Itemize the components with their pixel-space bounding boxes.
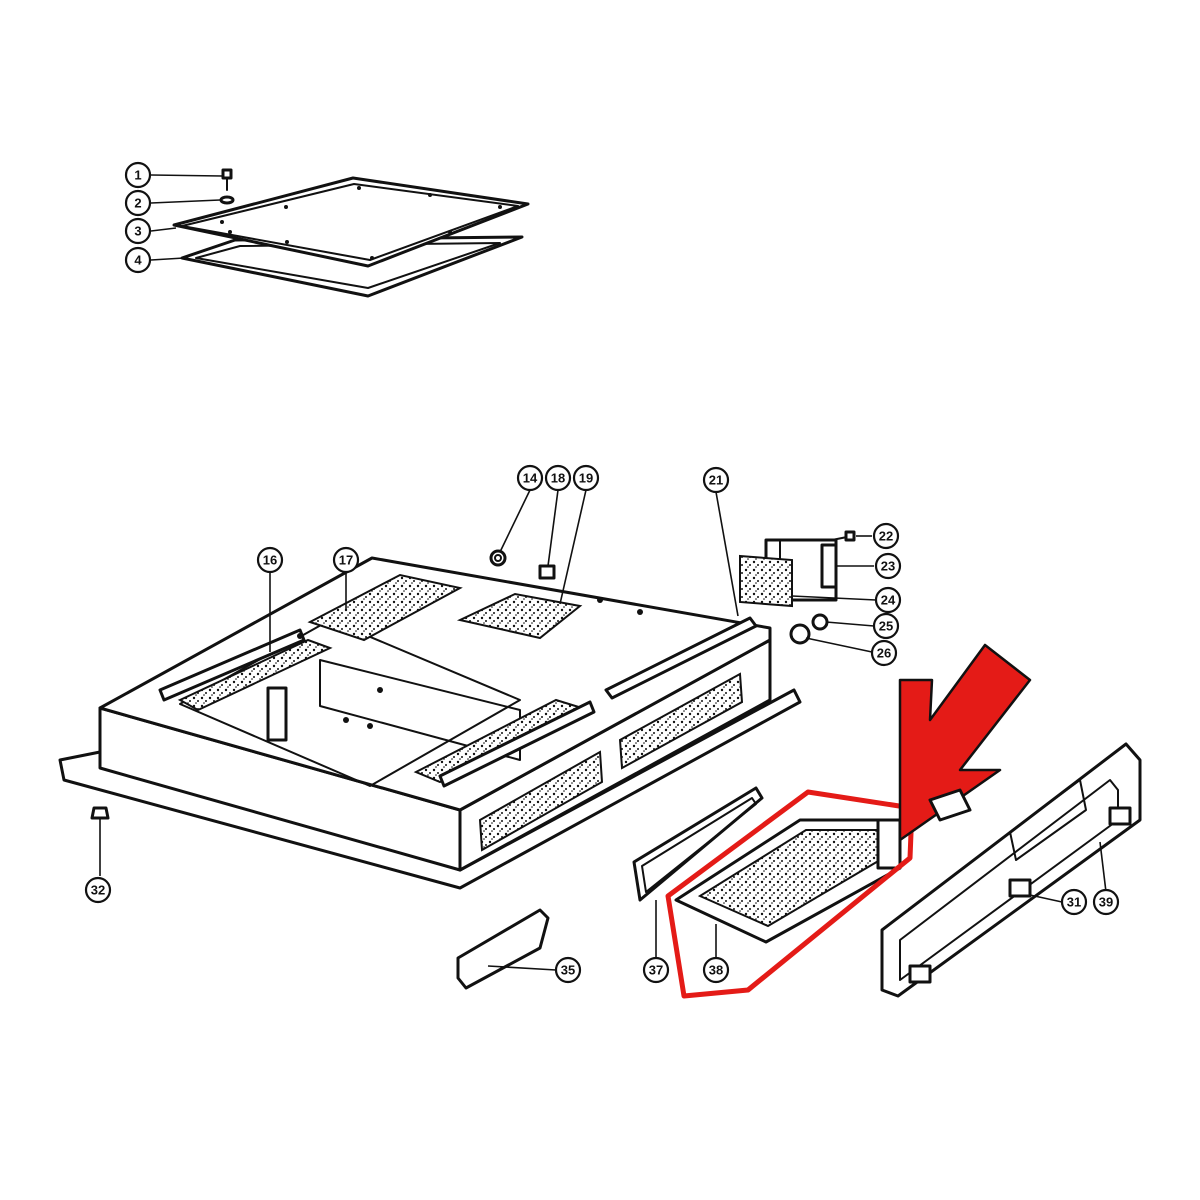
- callout-2: 2: [124, 189, 152, 217]
- svg-text:16: 16: [263, 553, 277, 568]
- callout-18: 18: [544, 464, 572, 492]
- filter-pad-19: [456, 592, 583, 640]
- side-panel-39: [880, 742, 1142, 998]
- callout-22: 22: [872, 522, 900, 550]
- screw-22-icon: [831, 530, 856, 542]
- highlight-outline: [665, 789, 915, 999]
- arrow-icon: [898, 643, 1032, 842]
- svg-text:31: 31: [1067, 895, 1081, 910]
- nut-26-icon: [789, 623, 811, 645]
- svg-text:17: 17: [339, 553, 353, 568]
- callout-39: 39: [1092, 888, 1120, 916]
- svg-text:38: 38: [709, 963, 723, 978]
- callout-1: 1: [124, 161, 152, 189]
- svg-text:37: 37: [649, 963, 663, 978]
- lid-assembly: [150, 168, 530, 298]
- callout-25: 25: [872, 612, 900, 640]
- filter-pad-17: [307, 573, 463, 642]
- filter-pad-24: [739, 554, 793, 608]
- callout-3: 3: [124, 217, 152, 245]
- callout-19: 19: [572, 464, 600, 492]
- svg-text:3: 3: [134, 224, 141, 239]
- svg-text:14: 14: [523, 471, 538, 486]
- svg-text:18: 18: [551, 471, 565, 486]
- gasket-frame: [180, 235, 524, 298]
- nut-14-icon: [489, 549, 507, 567]
- rail-21: [604, 616, 758, 700]
- screw-icon: [221, 168, 233, 191]
- callout-16: 16: [256, 546, 284, 574]
- duct-38: [674, 818, 902, 960]
- svg-text:24: 24: [881, 593, 896, 608]
- callout-32: 32: [84, 876, 112, 904]
- svg-text:25: 25: [879, 619, 893, 634]
- filter-strip-16: [177, 638, 333, 712]
- callout-31: 31: [1060, 888, 1088, 916]
- svg-text:1: 1: [134, 168, 141, 183]
- svg-text:35: 35: [561, 963, 575, 978]
- lid-panel: [172, 176, 530, 268]
- callout-14: 14: [516, 464, 544, 492]
- callout-17: 17: [332, 546, 360, 574]
- main-housing: [58, 556, 802, 890]
- callout-4: 4: [124, 246, 152, 274]
- callout-38: 38: [702, 956, 730, 984]
- callout-23: 23: [874, 552, 902, 580]
- svg-text:2: 2: [134, 196, 141, 211]
- washer-25-icon: [811, 613, 829, 631]
- svg-text:39: 39: [1099, 895, 1113, 910]
- svg-text:4: 4: [134, 253, 142, 268]
- svg-text:19: 19: [579, 471, 593, 486]
- nut-18-icon: [538, 564, 556, 580]
- foot-icon: [90, 806, 110, 876]
- svg-text:22: 22: [879, 529, 893, 544]
- svg-text:32: 32: [91, 883, 105, 898]
- svg-text:23: 23: [881, 559, 895, 574]
- bracket-35: [456, 908, 550, 990]
- bracket-assembly: [739, 530, 856, 645]
- svg-text:21: 21: [709, 473, 723, 488]
- callout-26: 26: [870, 639, 898, 667]
- clip-bracket: [928, 788, 972, 822]
- callout-21: 21: [702, 466, 730, 494]
- gasket-37: [632, 786, 764, 902]
- svg-text:26: 26: [877, 646, 891, 661]
- callout-35: 35: [554, 956, 582, 984]
- callout-24: 24: [874, 586, 902, 614]
- washer-icon: [219, 195, 235, 205]
- callout-37: 37: [642, 956, 670, 984]
